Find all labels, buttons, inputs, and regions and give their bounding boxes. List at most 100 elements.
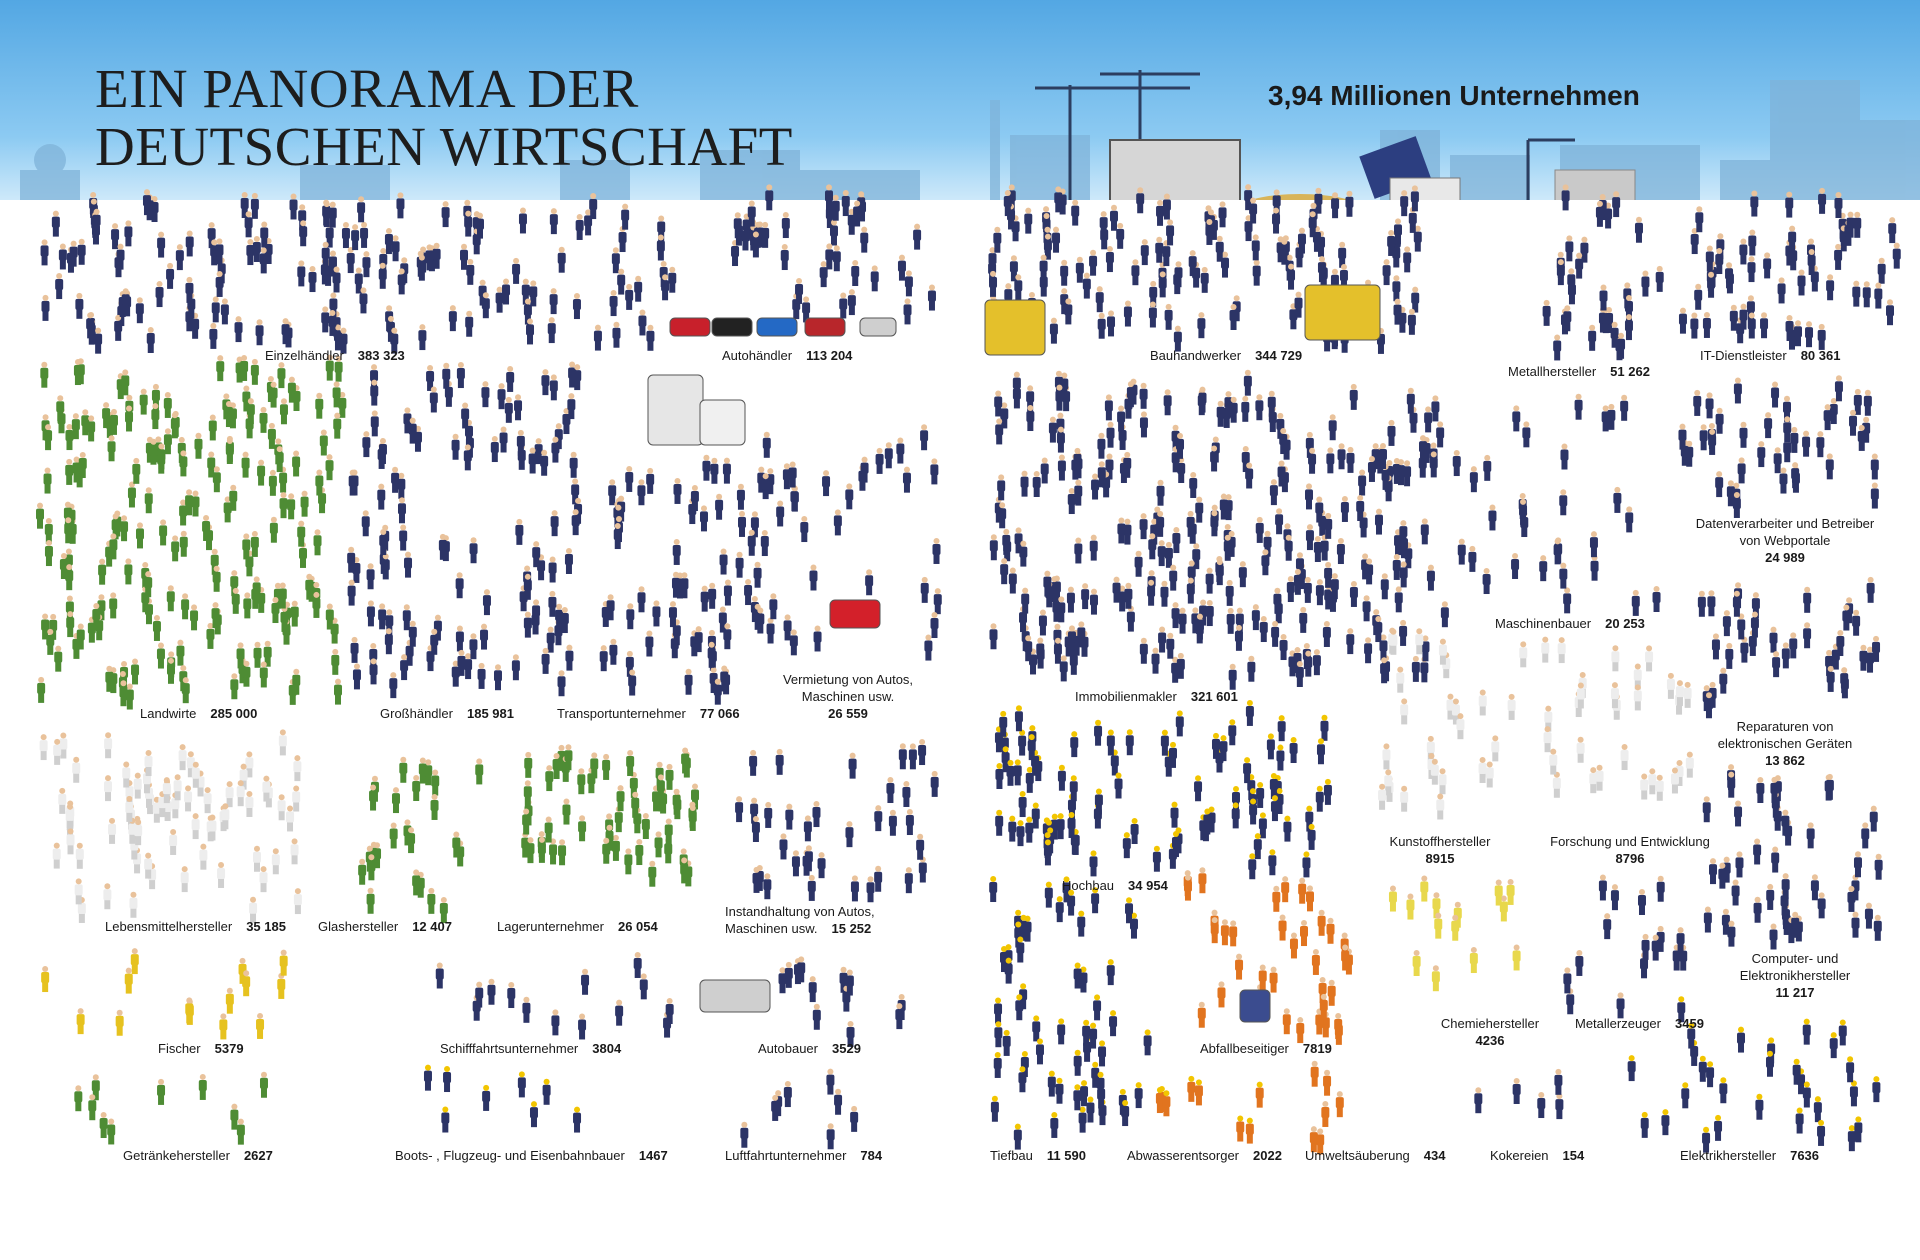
worker-figure: [1139, 382, 1148, 409]
worker-figure: [684, 668, 693, 695]
worker-figure: [1598, 874, 1607, 901]
worker-figure: [558, 839, 567, 866]
worker-figure: [845, 969, 854, 996]
worker-figure: [546, 626, 555, 653]
worker-figure: [694, 626, 703, 653]
worker-figure: [74, 1085, 83, 1112]
worker-figure: [719, 548, 728, 575]
worker-figure: [785, 803, 794, 830]
worker-figure: [1275, 508, 1284, 535]
worker-figure: [715, 493, 724, 520]
worker-figure: [1018, 729, 1027, 756]
worker-figure: [506, 365, 515, 392]
worker-figure: [1733, 377, 1742, 404]
worker-figure: [259, 1071, 268, 1098]
worker-figure: [1675, 680, 1684, 707]
worker-figure: [1099, 211, 1108, 238]
worker-figure: [1036, 637, 1045, 664]
worker-figure: [442, 362, 451, 389]
worker-figure: [548, 590, 557, 617]
worker-figure: [1791, 462, 1800, 489]
worker-figure: [1097, 312, 1106, 339]
worker-figure: [608, 479, 617, 506]
worker-figure: [121, 288, 130, 315]
worker-figure: [557, 744, 566, 771]
worker-figure: [1311, 948, 1320, 975]
worker-figure: [475, 758, 484, 785]
worker-figure: [499, 426, 508, 453]
worker-figure: [1198, 867, 1207, 894]
worker-figure: [1434, 912, 1443, 939]
worker-figure: [1032, 1015, 1041, 1042]
worker-figure: [1305, 524, 1314, 551]
worker-figure: [350, 469, 359, 496]
worker-figure: [1252, 259, 1261, 286]
worker-figure: [230, 1103, 239, 1130]
worker-figure: [191, 490, 200, 517]
worker-figure: [119, 680, 128, 707]
worker-figure: [358, 858, 367, 885]
worker-figure: [1872, 635, 1881, 662]
worker-figure: [1055, 384, 1064, 411]
worker-figure: [268, 469, 277, 496]
worker-figure: [1317, 909, 1326, 936]
worker-figure: [252, 845, 261, 872]
worker-figure: [185, 276, 194, 303]
worker-figure: [191, 761, 200, 788]
worker-figure: [1840, 667, 1849, 694]
worker-figure: [522, 808, 531, 835]
worker-figure: [40, 361, 49, 388]
worker-figure: [1506, 878, 1515, 905]
worker-figure: [1089, 850, 1098, 877]
worker-figure: [1039, 254, 1048, 281]
worker-figure: [850, 875, 859, 902]
worker-figure: [764, 801, 773, 828]
worker-figure: [277, 794, 286, 821]
worker-figure: [457, 649, 466, 676]
worker-figure: [1595, 764, 1604, 791]
worker-figure: [761, 221, 770, 248]
worker-figure: [66, 803, 75, 830]
worker-figure: [1420, 518, 1429, 545]
worker-figure: [1077, 910, 1086, 937]
worker-figure: [475, 981, 484, 1008]
worker-figure: [1172, 527, 1181, 554]
worker-figure: [1750, 611, 1759, 638]
worker-figure: [366, 563, 375, 590]
worker-figure: [1410, 185, 1419, 212]
worker-figure: [339, 327, 348, 354]
worker-figure: [722, 457, 731, 484]
worker-figure: [1225, 579, 1234, 606]
worker-figure: [144, 852, 153, 879]
worker-figure: [1024, 635, 1033, 662]
worker-figure: [1302, 851, 1311, 878]
sector-label: Vermietung von Autos, Maschinen usw.26 5…: [782, 672, 914, 721]
worker-figure: [1456, 713, 1465, 740]
worker-figure: [557, 670, 566, 697]
worker-figure: [672, 538, 681, 565]
worker-figure: [1160, 729, 1169, 756]
worker-figure: [1077, 621, 1086, 648]
sector-label: Datenverarbeiter und Betreiber von Webpo…: [1695, 516, 1875, 565]
worker-figure: [262, 775, 271, 802]
worker-figure: [452, 831, 461, 858]
worker-figure: [1106, 959, 1115, 986]
worker-figure: [1603, 913, 1612, 940]
worker-figure: [54, 645, 63, 672]
worker-figure: [898, 743, 907, 770]
worker-figure: [1211, 732, 1220, 759]
worker-figure: [523, 573, 532, 600]
worker-figure: [1770, 776, 1779, 803]
worker-figure: [626, 603, 635, 630]
worker-figure: [661, 274, 670, 301]
worker-figure: [1474, 1087, 1483, 1114]
worker-figure: [994, 1021, 1003, 1048]
worker-figure: [1813, 1096, 1822, 1123]
worker-figure: [125, 795, 134, 822]
worker-figure: [1105, 246, 1114, 273]
worker-figure: [1021, 587, 1030, 614]
worker-figure: [1732, 491, 1741, 518]
worker-figure: [1283, 815, 1292, 842]
worker-figure: [1708, 428, 1717, 455]
worker-figure: [1310, 1060, 1319, 1087]
